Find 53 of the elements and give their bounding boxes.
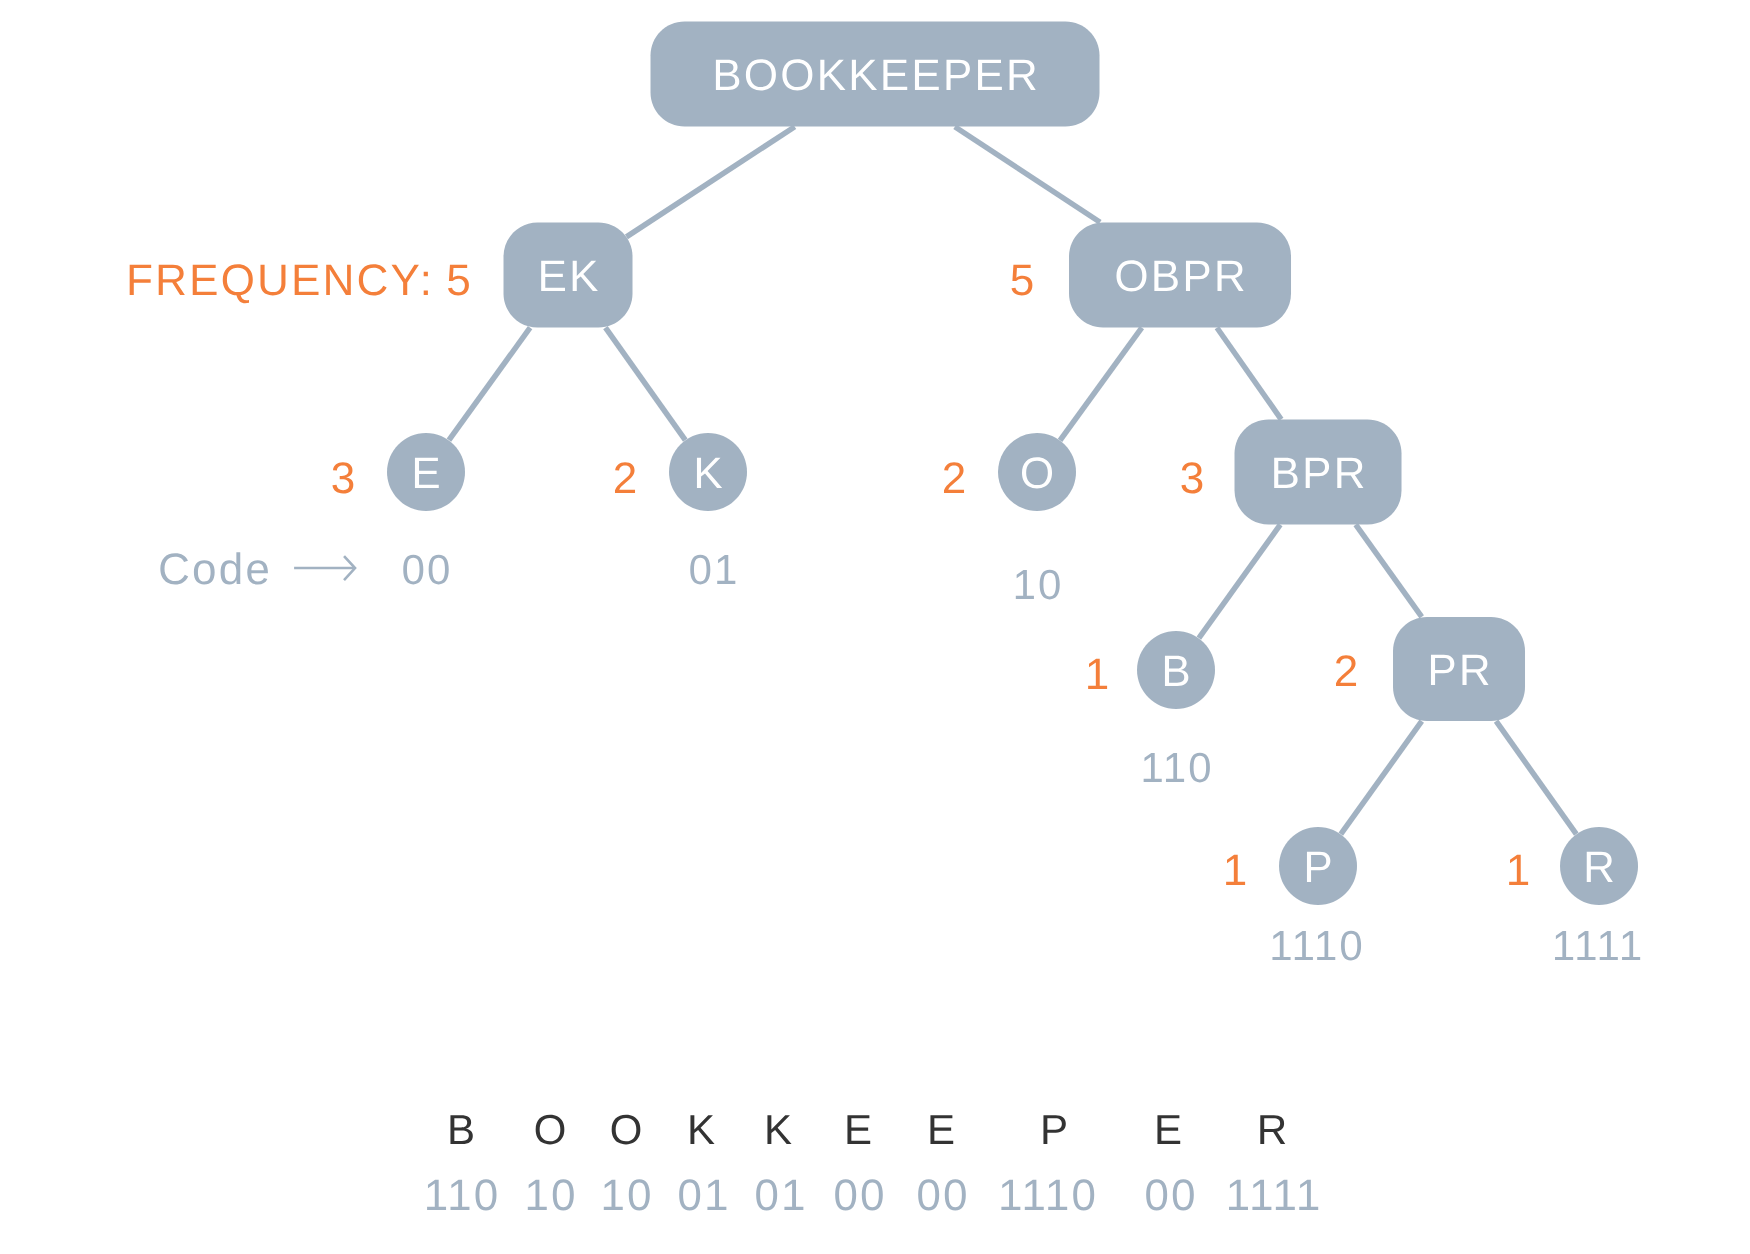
tree-edge [603,326,688,442]
binary-code: 01 [690,554,736,585]
letter: K [690,1115,715,1144]
tree-edge [446,326,533,442]
frequency-count: 1 [1088,658,1108,689]
binary-code: 01 [756,1179,804,1211]
letter: E [930,1115,954,1144]
letter: K [767,1115,792,1144]
letter: B [450,1115,473,1144]
tree-edge [1493,719,1579,836]
tree-edge [1338,719,1424,836]
frequency-count: 2 [615,462,636,493]
frequency-count: 1 [1226,854,1246,885]
binary-code: 110 [1143,752,1210,783]
binary-code: 1111 [1555,931,1641,960]
binary-code: 00 [403,554,449,585]
frequency-count: 1 [1509,854,1529,885]
tree-edge [1057,326,1145,442]
frequency-count: 3 [332,462,354,494]
binary-code: 1110 [1272,930,1362,961]
letter: E [1157,1115,1181,1144]
binary-code: 00 [918,1179,966,1211]
tree-node-box: BPR [1234,419,1402,525]
binary-code: 1110 [1001,1179,1095,1211]
letter: R [1260,1115,1286,1144]
letter: O [611,1114,641,1145]
tree-node-box: OBPR [1069,222,1291,328]
tree-edge [624,124,797,240]
letter: O [535,1114,565,1145]
frequency-count: 2 [944,462,965,493]
binary-code: 10 [527,1179,574,1211]
binary-code: 10 [1015,569,1060,600]
frequency-count: 3 [1181,462,1203,494]
binary-code: 01 [679,1179,727,1211]
tree-node-box: PR [1393,617,1525,721]
pointer-arrow [294,555,357,581]
binary-code: 00 [1146,1179,1194,1211]
binary-code: 00 [835,1179,883,1211]
letter: P [1043,1115,1066,1144]
code-label: Code [160,552,268,585]
tree-edge [1196,523,1283,640]
tree-edge [1214,326,1284,421]
binary-code: 10 [603,1179,650,1211]
letter: E [847,1115,871,1144]
binary-code: 110 [427,1179,497,1211]
tree-edge [953,124,1102,225]
binary-code: 1111 [1229,1179,1319,1210]
tree-node-box: EK [503,222,633,328]
frequency-count: 2 [1336,655,1357,686]
tree-edge [1353,523,1424,619]
tree-node-box: BOOKKEEPER [650,21,1100,127]
frequency-label: FREQUENCY: 5 [129,264,469,304]
frequency-count: 5 [1011,264,1033,296]
